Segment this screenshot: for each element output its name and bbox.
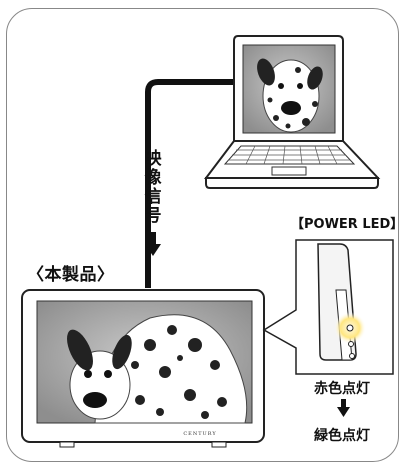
led-arrow-down-icon: [337, 399, 350, 417]
video-cable: [145, 79, 240, 288]
laptop-illustration: [203, 35, 381, 189]
monitor-dog-image: [67, 314, 248, 424]
led-callout: [262, 239, 394, 375]
power-led-label: 【POWER LED】: [291, 217, 404, 232]
video-signal-label: 映 像 信 号: [144, 149, 162, 226]
signal-arrow-down-icon: [145, 232, 161, 256]
monitor-illustration: [21, 289, 265, 448]
laptop-dog-image: [257, 58, 323, 133]
product-label: 〈本製品〉: [27, 265, 115, 285]
led-red-label: 赤色点灯: [314, 381, 370, 397]
power-led-indicator: [346, 324, 354, 332]
led-green-label: 緑色点灯: [314, 428, 370, 444]
brand-logo-text: CENTURY: [183, 431, 217, 437]
